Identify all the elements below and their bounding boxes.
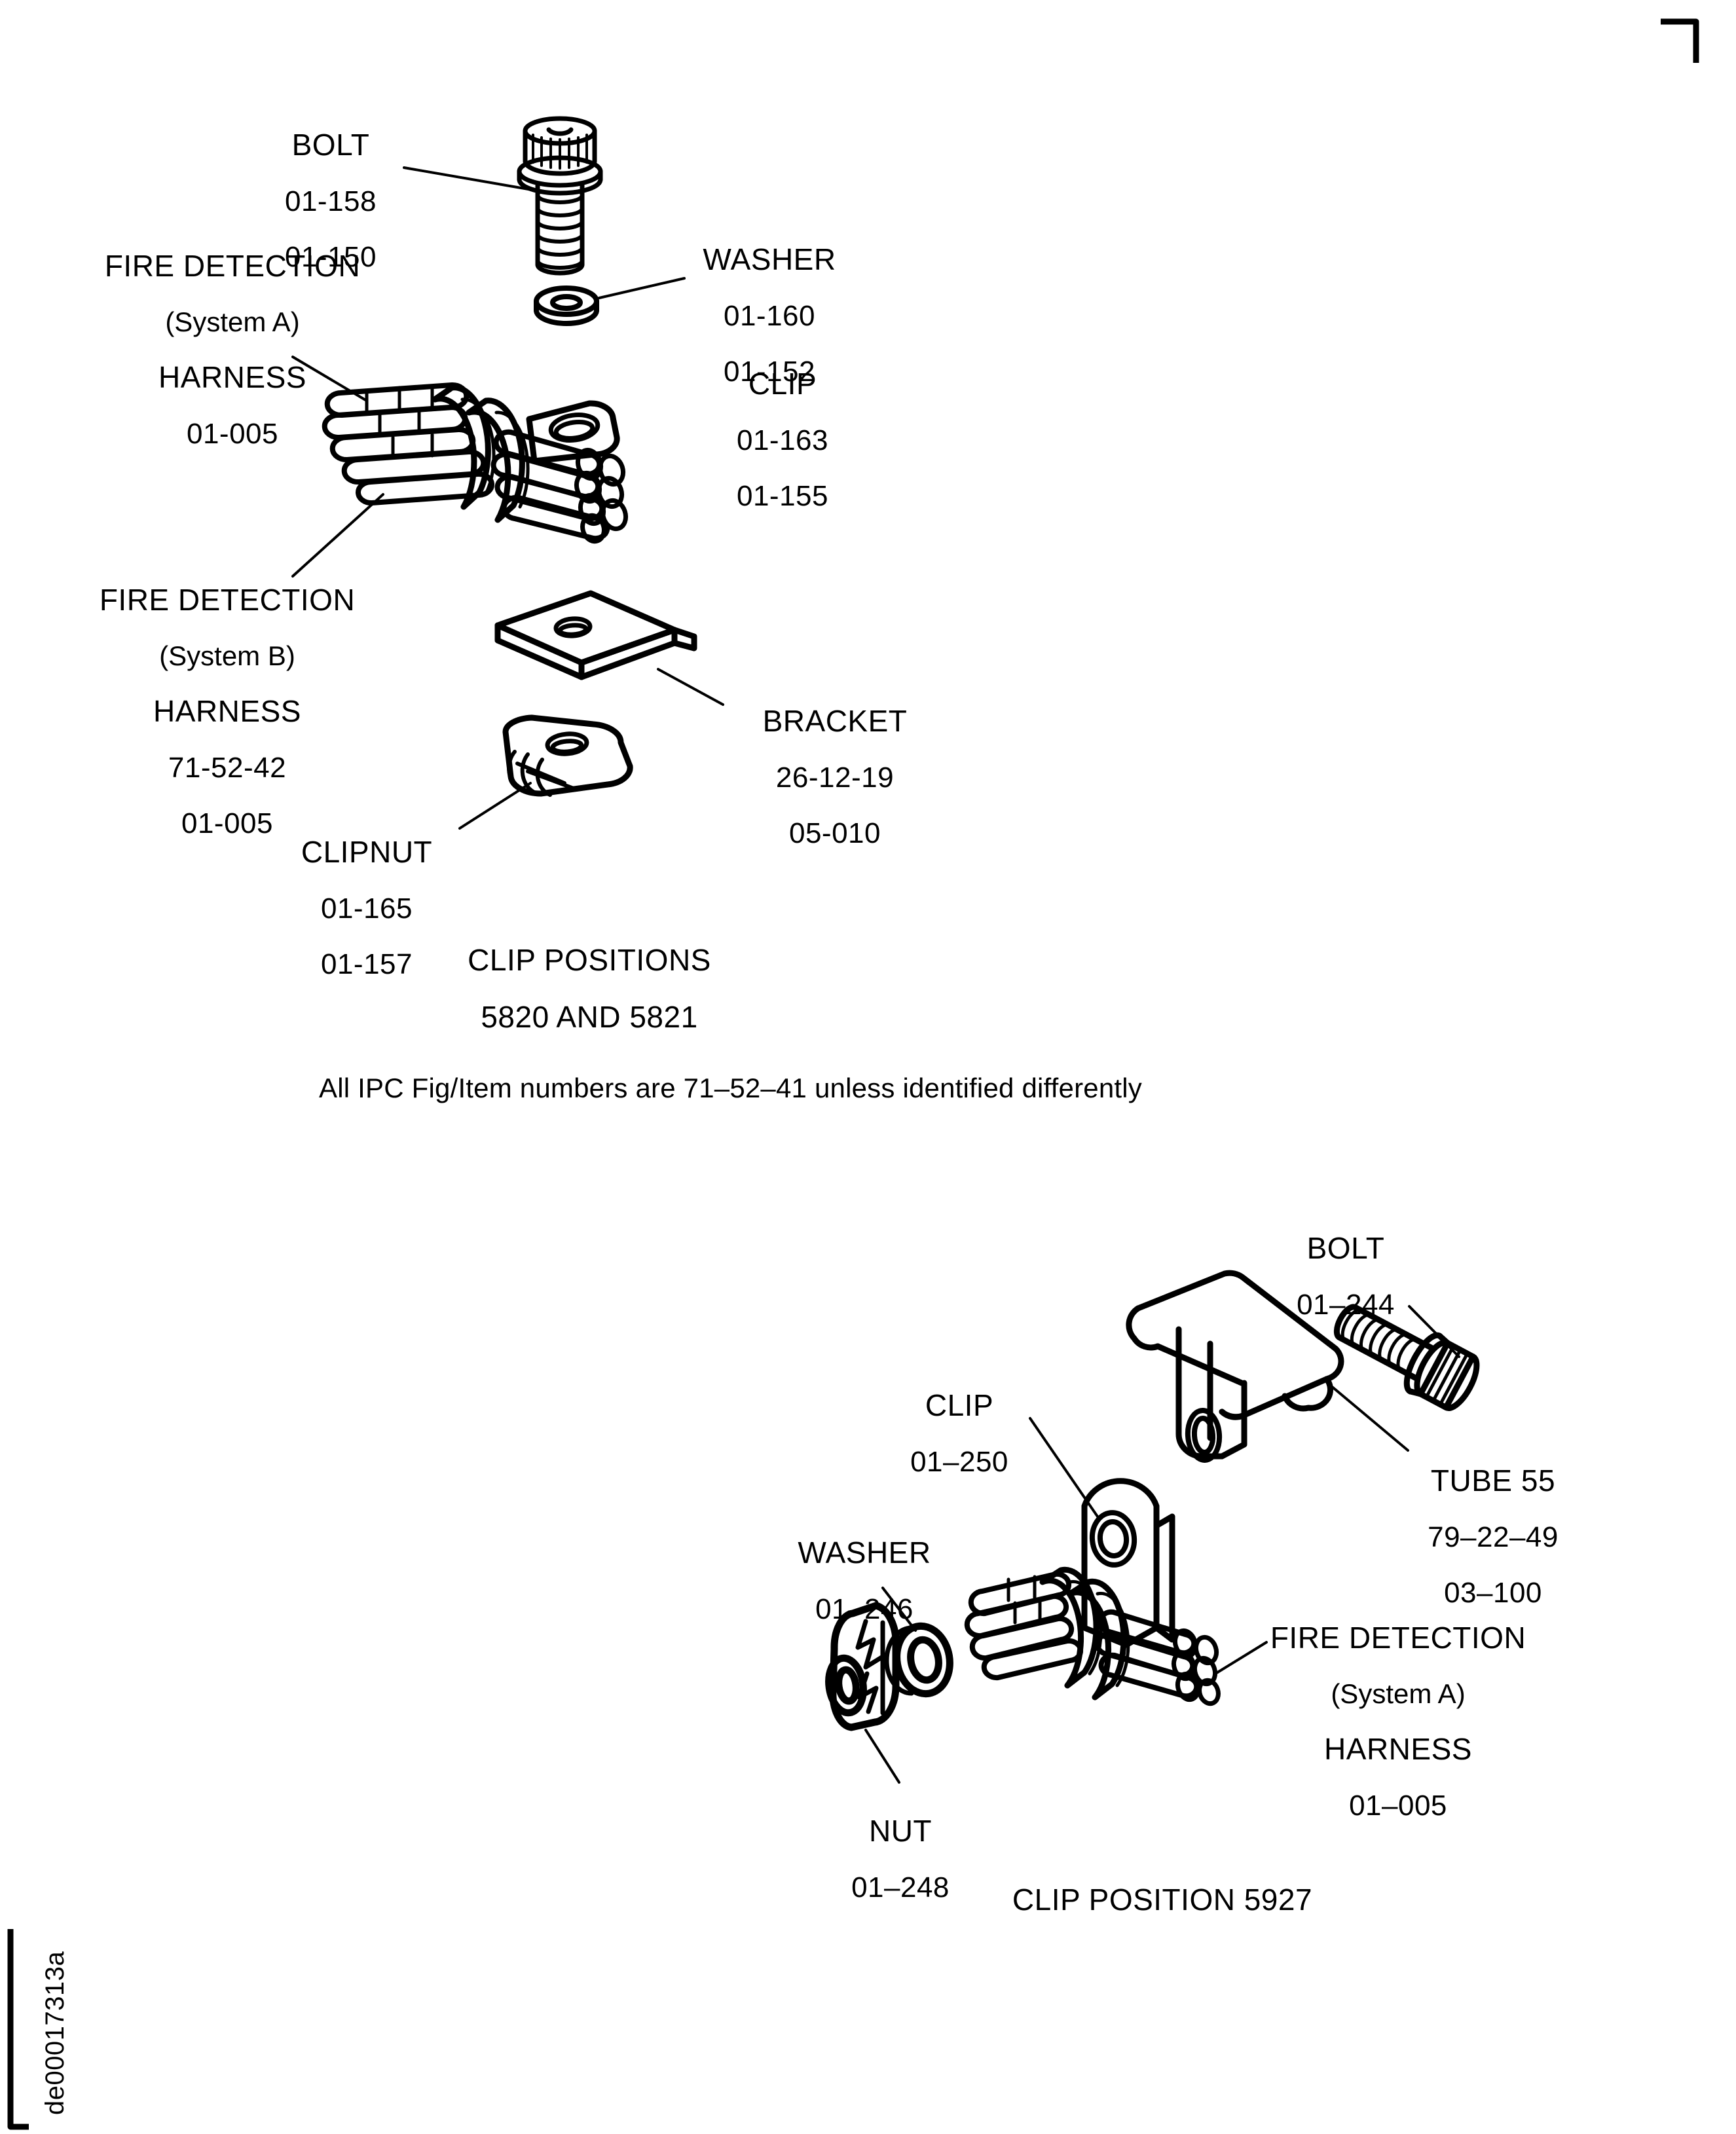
label-fire-detection-a-lower-subtitle: (System A) bbox=[1331, 1678, 1466, 1710]
label-clip-lower: CLIP 01–250 bbox=[868, 1365, 1051, 1501]
label-bracket-upper-number-2: 05-010 bbox=[788, 817, 881, 850]
label-fire-detection-b-upper-title: FIRE DETECTION bbox=[99, 582, 356, 617]
label-washer-lower: WASHER 01–246 bbox=[769, 1513, 959, 1649]
label-washer-upper: WASHER 01-160 01-152 bbox=[681, 219, 858, 411]
label-bolt-lower-title: BOLT bbox=[1306, 1230, 1385, 1265]
label-fire-detection-b-upper-title2: HARNESS bbox=[153, 693, 301, 728]
label-washer-upper-number-2: 01-152 bbox=[723, 356, 815, 388]
label-clip-lower-number-1: 01–250 bbox=[910, 1446, 1008, 1479]
label-bracket-upper-title: BRACKET bbox=[762, 703, 908, 738]
label-nut-lower: NUT 01–248 bbox=[812, 1791, 989, 1927]
caption-clip-position-lower: CLIP POSITION 5927 bbox=[950, 1860, 1375, 1940]
label-tube-lower-number-1: 79–22–49 bbox=[1428, 1521, 1559, 1554]
figure-id: de00017313a bbox=[41, 1951, 69, 2115]
label-fire-detection-a-lower: FIRE DETECTION (System A) HARNESS 01–005 bbox=[1244, 1598, 1552, 1845]
label-bracket-upper-number-1: 26-12-19 bbox=[775, 762, 895, 794]
leader-washer-upper bbox=[598, 277, 686, 299]
label-fire-detection-a-upper-title2: HARNESS bbox=[158, 359, 306, 394]
label-washer-lower-title: WASHER bbox=[798, 1535, 931, 1570]
label-fire-detection-a-upper-number-1: 01-005 bbox=[186, 418, 278, 451]
leader-bracket-upper bbox=[657, 668, 724, 706]
label-fire-detection-a-upper-subtitle: (System A) bbox=[165, 306, 300, 338]
label-clip-upper: CLIP 01-163 01-155 bbox=[701, 344, 864, 536]
caption-clip-positions-upper: CLIP POSITIONS 5820 AND 5821 bbox=[426, 920, 753, 1058]
label-clipnut-upper: CLIPNUT 01-165 01-157 bbox=[278, 812, 455, 1004]
label-bolt-upper-title: BOLT bbox=[291, 127, 370, 162]
label-bracket-upper: BRACKET 26-12-19 05-010 bbox=[730, 681, 940, 873]
label-clipnut-upper-title: CLIPNUT bbox=[301, 834, 433, 869]
label-bolt-upper-number-2: 01-150 bbox=[284, 241, 377, 274]
bolt-illustration-upper bbox=[517, 116, 603, 276]
label-bolt-lower-number-1: 01–244 bbox=[1297, 1289, 1395, 1321]
corner-mark-top-right bbox=[1661, 18, 1699, 63]
label-fire-detection-a-lower-title2: HARNESS bbox=[1324, 1731, 1472, 1766]
label-nut-lower-number-1: 01–248 bbox=[851, 1871, 950, 1904]
label-fire-detection-a-lower-title: FIRE DETECTION bbox=[1270, 1620, 1526, 1655]
label-fire-detection-a-lower-number-1: 01–005 bbox=[1349, 1790, 1447, 1822]
label-clip-upper-number-1: 01-163 bbox=[736, 424, 828, 457]
ipc-note: All IPC Fig/Item numbers are 71–52–41 un… bbox=[319, 1073, 1142, 1103]
label-washer-upper-number-1: 01-160 bbox=[723, 300, 815, 333]
label-nut-lower-title: NUT bbox=[868, 1813, 933, 1848]
corner-mark-bottom-left bbox=[7, 1929, 29, 2130]
label-fire-detection-a-upper-title: FIRE DETECTION bbox=[104, 248, 361, 283]
label-tube-lower-number-2: 03–100 bbox=[1444, 1577, 1542, 1610]
label-clip-upper-title: CLIP bbox=[748, 366, 817, 401]
label-fire-detection-b-upper-number-1: 71-52-42 bbox=[168, 752, 287, 784]
leader-clipnut-upper bbox=[458, 782, 532, 830]
label-fire-detection-b-upper: FIRE DETECTION (System B) HARNESS 71-52-… bbox=[73, 560, 381, 863]
leader-nut-lower bbox=[864, 1729, 900, 1784]
label-washer-lower-number-1: 01–246 bbox=[815, 1593, 914, 1626]
label-fire-detection-a-upper: FIRE DETECTION (System A) HARNESS 01-005 bbox=[79, 226, 386, 473]
label-clip-upper-number-2: 01-155 bbox=[736, 480, 828, 513]
label-washer-upper-title: WASHER bbox=[703, 242, 836, 276]
label-clip-lower-title: CLIP bbox=[925, 1388, 994, 1422]
label-bolt-lower: BOLT 01–244 bbox=[1251, 1208, 1441, 1344]
label-fire-detection-b-upper-subtitle: (System B) bbox=[159, 640, 295, 672]
leader-bolt-upper bbox=[403, 166, 549, 194]
label-tube-lower-title: TUBE 55 bbox=[1430, 1463, 1556, 1498]
label-fire-detection-b-upper-number-2: 01-005 bbox=[181, 807, 273, 840]
label-clipnut-upper-number-2: 01-157 bbox=[320, 948, 413, 981]
caption-clip-positions-upper-line2: 5820 AND 5821 bbox=[481, 1000, 698, 1035]
clip-harness-illustration-lower bbox=[964, 1478, 1221, 1706]
clipnut-illustration-upper bbox=[502, 714, 633, 797]
label-clipnut-upper-number-1: 01-165 bbox=[320, 892, 413, 925]
bracket-illustration-upper bbox=[494, 590, 697, 680]
caption-clip-position-lower-text: CLIP POSITION 5927 bbox=[1012, 1882, 1313, 1917]
washer-illustration-upper bbox=[534, 285, 599, 326]
label-bolt-upper-number-1: 01-158 bbox=[284, 185, 377, 218]
label-tube-lower: TUBE 55 79–22–49 03–100 bbox=[1385, 1441, 1601, 1632]
caption-clip-positions-upper-line1: CLIP POSITIONS bbox=[468, 942, 711, 977]
label-bolt-upper: BOLT 01-158 01-150 bbox=[255, 105, 406, 297]
